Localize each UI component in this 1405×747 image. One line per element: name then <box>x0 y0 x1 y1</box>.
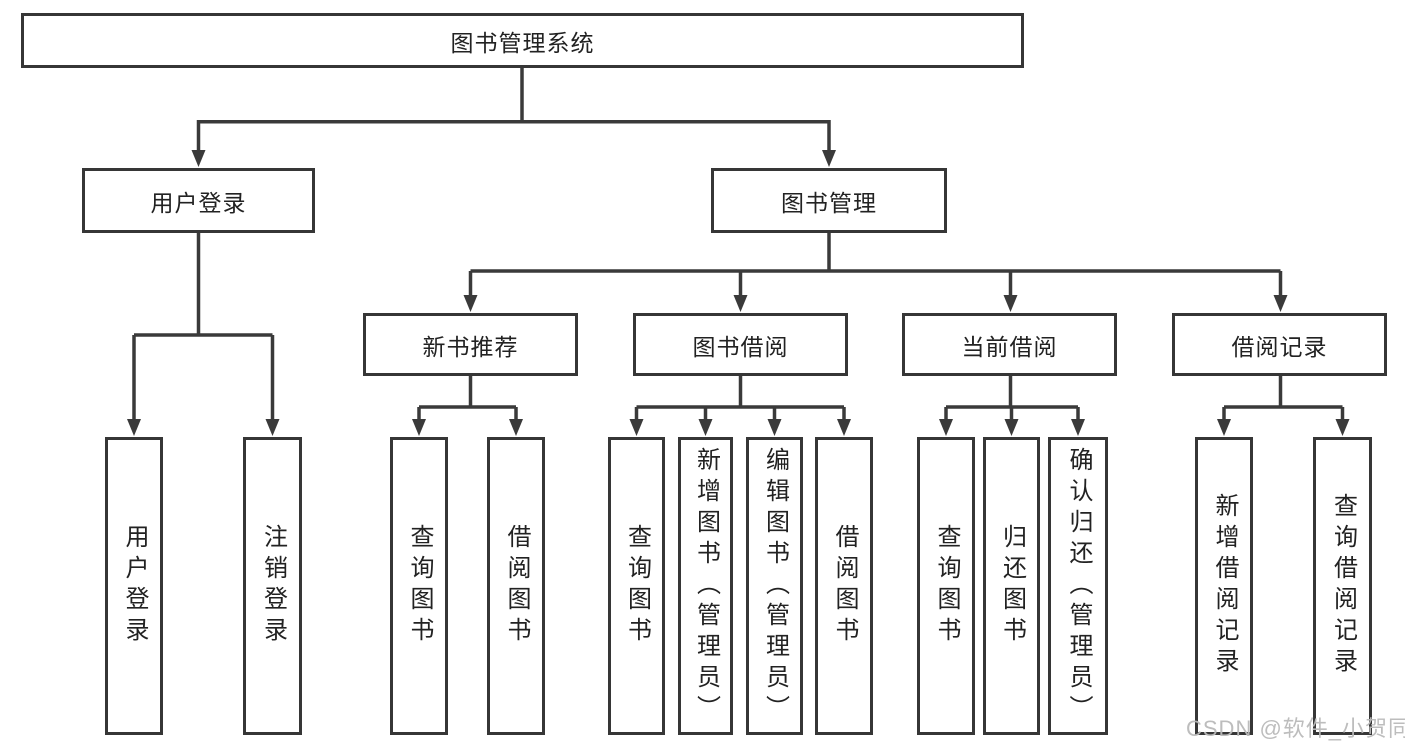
node-current-borrow: 当前借阅 <box>902 313 1117 376</box>
node-user-login: 用户登录 <box>82 168 315 233</box>
connector-new-book-group <box>417 376 518 420</box>
leaf-borrow-book-1: 借阅图书 <box>487 437 545 735</box>
node-label: 借阅图书 <box>831 524 858 648</box>
node-label: 新书推荐 <box>422 333 519 360</box>
node-root: 图书管理系统 <box>21 13 1024 68</box>
node-label: 用户登录 <box>150 189 247 216</box>
node-borrow-record: 借阅记录 <box>1172 313 1387 376</box>
connector-borrow-record-group <box>1222 376 1345 420</box>
node-book-borrow: 图书借阅 <box>633 313 848 376</box>
leaf-logout: 注销登录 <box>243 437 302 735</box>
node-label: 注销登录 <box>259 524 287 648</box>
node-label: 确认归还（管理员） <box>1065 446 1092 726</box>
node-label: 用户登录 <box>121 524 148 648</box>
node-label: 新增图书（管理员） <box>692 446 720 726</box>
node-label: 当前借阅 <box>961 333 1058 360</box>
connector-book-management-to-level3 <box>468 233 1283 296</box>
node-label: 图书管理 <box>781 189 877 216</box>
leaf-query-borrow-record: 查询借阅记录 <box>1313 437 1372 735</box>
arrowheads <box>127 150 1350 436</box>
leaf-query-book-2: 查询图书 <box>608 437 665 735</box>
node-label: 图书管理系统 <box>450 29 595 56</box>
leaf-user-login: 用户登录 <box>105 437 163 735</box>
node-book-management: 图书管理 <box>711 168 947 233</box>
leaf-add-book-admin: 新增图书（管理员） <box>678 437 733 735</box>
csdn-watermark: CSDN @软件_小贺同学 <box>1186 716 1405 741</box>
node-label: 查询图书 <box>406 524 433 648</box>
node-label: 归还图书 <box>998 524 1026 648</box>
leaf-add-borrow-record: 新增借阅记录 <box>1195 437 1253 735</box>
node-label: 新增借阅记录 <box>1211 493 1238 679</box>
leaf-return-book: 归还图书 <box>983 437 1040 735</box>
node-label: 借阅记录 <box>1231 333 1328 360</box>
connector-book-borrow-group <box>634 376 846 420</box>
node-new-book-recommend: 新书推荐 <box>363 313 578 376</box>
leaf-confirm-return-admin: 确认归还（管理员） <box>1048 437 1108 735</box>
leaf-edit-book-admin: 编辑图书（管理员） <box>746 437 803 735</box>
node-label: 图书借阅 <box>692 333 789 360</box>
node-label: 借阅图书 <box>503 524 530 648</box>
node-label: 查询图书 <box>623 524 651 648</box>
node-label: 查询借阅记录 <box>1329 493 1357 679</box>
connector-current-borrow-group <box>944 376 1080 420</box>
connector-user-login-group <box>132 233 275 420</box>
leaf-query-book-3: 查询图书 <box>917 437 975 735</box>
connector-root-to-level2 <box>196 68 831 151</box>
node-label: 编辑图书（管理员） <box>761 446 789 726</box>
leaf-borrow-book-2: 借阅图书 <box>815 437 873 735</box>
leaf-query-book-1: 查询图书 <box>390 437 448 735</box>
node-label: 查询图书 <box>933 524 960 648</box>
